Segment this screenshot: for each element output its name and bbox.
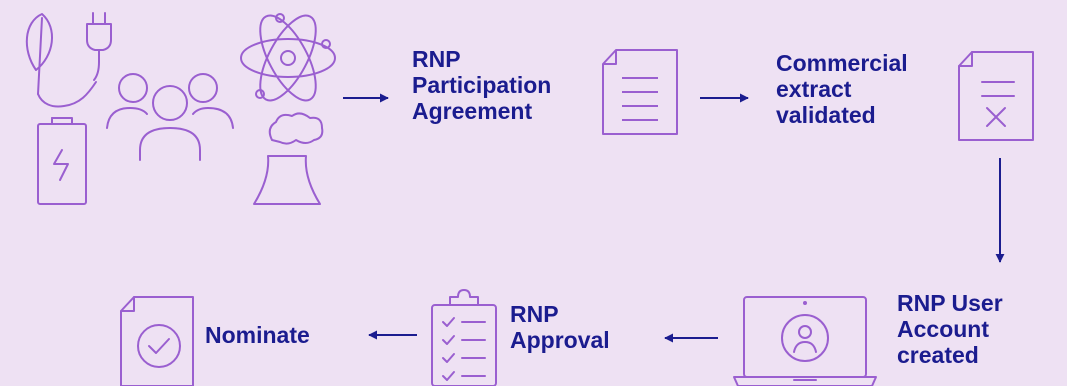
document-check-icon (120, 296, 194, 386)
account-label: RNP User Account created (897, 290, 1003, 368)
agreement-label-line-3: Agreement (412, 98, 533, 124)
people-icon (106, 73, 234, 161)
nominate-label-line-1: Nominate (205, 322, 310, 348)
extract-label: Commercial extract validated (776, 50, 908, 128)
agreement-label: RNP Participation Agreement (412, 46, 551, 124)
agreement-label-line-2: Participation (412, 72, 552, 98)
approval-label-line-1: RNP (510, 301, 559, 327)
extract-label-line-2: extract (776, 76, 852, 102)
leaf-icon (25, 13, 97, 108)
laptop-user-icon (733, 296, 877, 386)
document-cross-icon (958, 51, 1034, 141)
plug-icon (86, 12, 112, 81)
account-label-line-3: created (897, 342, 979, 368)
approval-label: RNP Approval (510, 301, 610, 353)
power-plant-icon (253, 112, 324, 205)
extract-label-line-1: Commercial (776, 50, 908, 76)
checklist-icon (431, 289, 497, 386)
battery-icon (37, 117, 87, 205)
agreement-label-line-1: RNP (412, 46, 461, 72)
account-label-line-2: Account (897, 316, 989, 342)
extract-label-line-3: validated (776, 102, 876, 128)
flow-arrows (343, 93, 1005, 343)
participants-icon-cluster (25, 12, 336, 205)
document-icon (602, 49, 678, 135)
nominate-label: Nominate (205, 322, 310, 348)
atom-icon (240, 13, 336, 102)
account-label-line-1: RNP User (897, 290, 1003, 316)
approval-label-line-2: Approval (510, 327, 610, 353)
